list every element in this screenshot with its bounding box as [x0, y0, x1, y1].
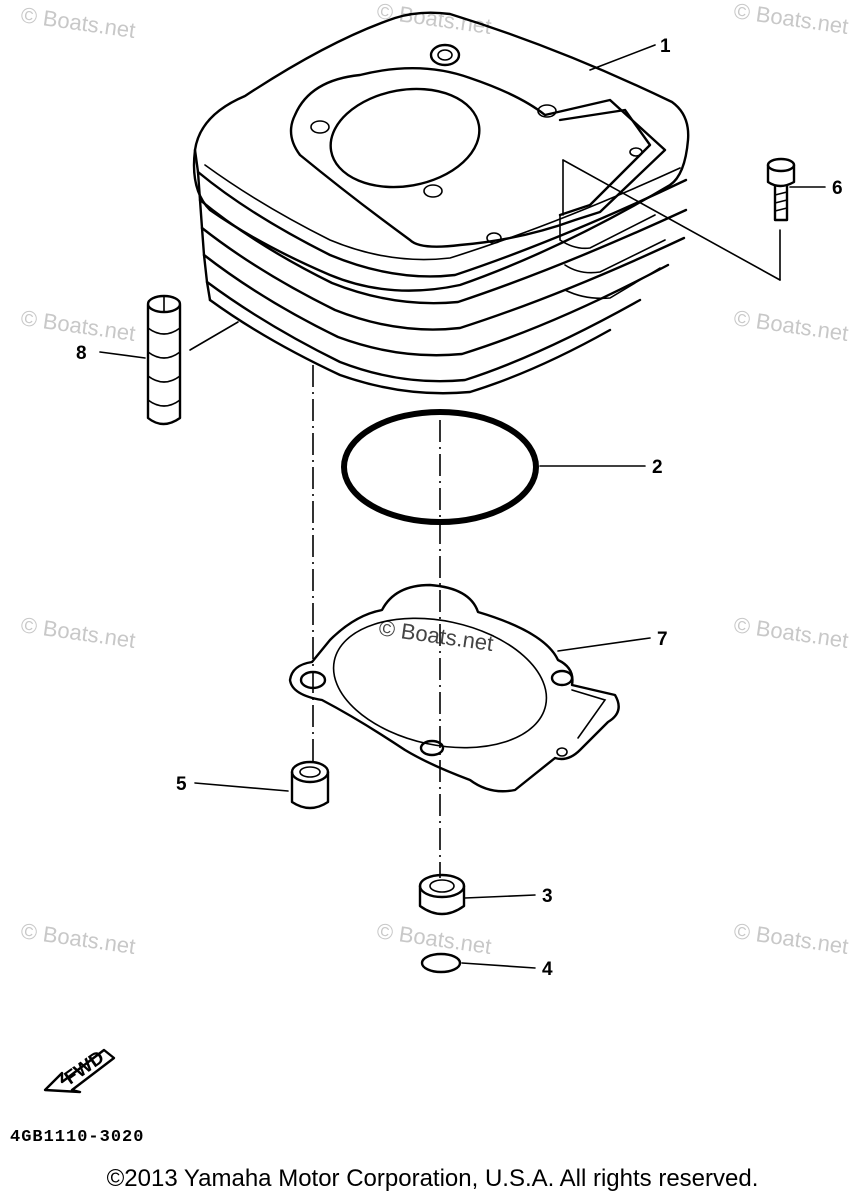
callout-8[interactable]: 8 — [76, 343, 87, 364]
gasket-part[interactable] — [288, 583, 620, 793]
watermark: © Boats.net — [19, 612, 137, 653]
cylinder-part[interactable] — [192, 11, 690, 395]
watermark-center: © Boats.net — [377, 615, 495, 656]
watermark: © Boats.net — [732, 918, 850, 959]
callout-2[interactable]: 2 — [652, 457, 663, 478]
watermark: © Boats.net — [732, 305, 850, 346]
bolt-part[interactable] — [766, 157, 796, 222]
callout-1[interactable]: 1 — [660, 36, 671, 57]
watermarks: © Boats.net © Boats.net © Boats.net © Bo… — [19, 0, 850, 959]
copyright-text: ©2013 Yamaha Motor Corporation, U.S.A. A… — [106, 1165, 759, 1192]
watermark: © Boats.net — [19, 918, 137, 959]
callout-7[interactable]: 7 — [657, 629, 668, 650]
watermark: © Boats.net — [732, 0, 850, 39]
watermark: © Boats.net — [732, 612, 850, 653]
callout-3[interactable]: 3 — [542, 886, 553, 907]
spring-pin-part[interactable] — [146, 294, 182, 426]
dowel-pin-2-part[interactable] — [418, 873, 466, 916]
fwd-arrow-icon: FWD — [43, 1047, 116, 1094]
dowel-pin-part[interactable] — [290, 760, 330, 810]
small-o-ring-part[interactable] — [420, 952, 462, 974]
watermark: © Boats.net — [19, 2, 137, 43]
callout-5[interactable]: 5 — [176, 774, 187, 795]
watermark: © Boats.net — [375, 918, 493, 959]
leader-lines — [99, 44, 826, 969]
callout-4[interactable]: 4 — [542, 959, 553, 980]
diagram-code: 4GB1110-3020 — [10, 1128, 145, 1147]
o-ring-part[interactable] — [341, 409, 539, 525]
callouts: 1 2 3 4 5 6 7 8 — [76, 36, 843, 980]
callout-6[interactable]: 6 — [832, 178, 843, 199]
watermark: © Boats.net — [19, 305, 137, 346]
